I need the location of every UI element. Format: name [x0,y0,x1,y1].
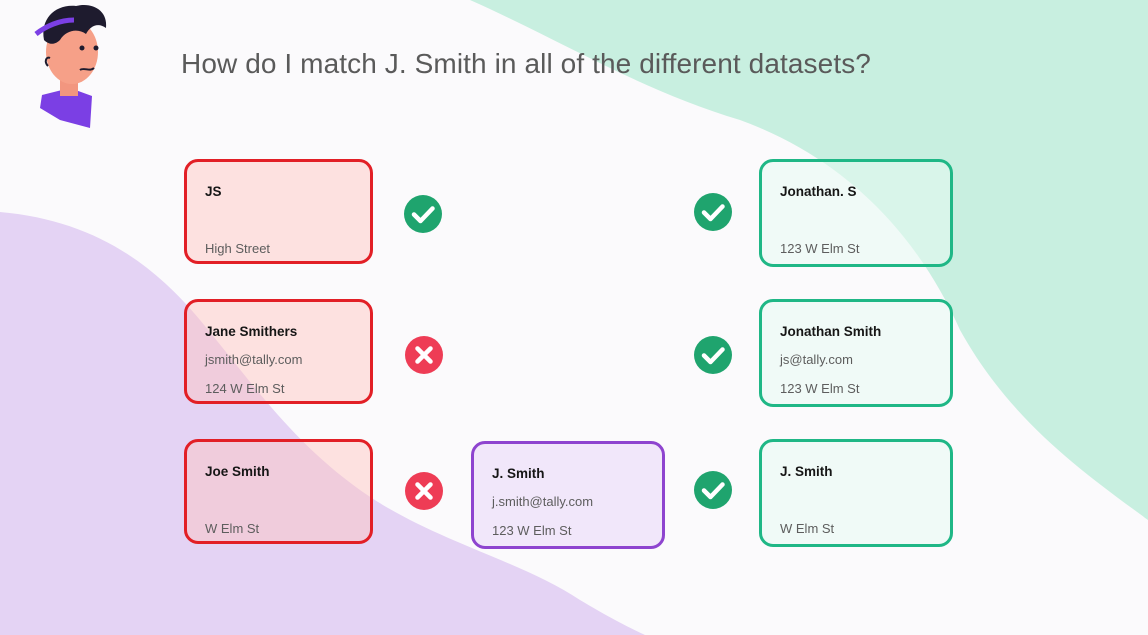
check-icon [694,336,732,374]
record-name: J. Smith [780,464,833,479]
record-card-joe-smith: Joe Smith W Elm St [184,439,373,544]
record-name: Jonathan Smith [780,324,882,339]
record-card-jonathan-s: Jonathan. S 123 W Elm St [759,159,953,267]
record-email: js@tally.com [780,352,853,367]
record-name: J. Smith [492,466,545,481]
record-card-js: JS High Street [184,159,373,264]
record-address: 123 W Elm St [780,381,860,396]
record-address: 123 W Elm St [780,241,860,256]
purple-blob [0,212,645,635]
record-name: Jonathan. S [780,184,857,199]
record-address: W Elm St [205,521,260,536]
target-record-card: J. Smith j.smith@tally.com 123 W Elm St [471,441,665,549]
page-title: How do I match J. Smith in all of the di… [181,48,871,79]
record-card-j-smith: J. Smith W Elm St [759,439,953,547]
cross-icon [405,336,443,374]
record-card-jane-smithers: Jane Smithers jsmith@tally.com 124 W Elm… [184,299,373,404]
record-card-jonathan-smith: Jonathan Smith js@tally.com 123 W Elm St [759,299,953,407]
record-name: Jane Smithers [205,324,298,339]
record-address: W Elm St [780,521,835,536]
record-name: JS [205,184,222,199]
green-blob [470,0,1148,520]
record-email: jsmith@tally.com [205,352,303,367]
check-icon [404,195,442,233]
check-icon [694,193,732,231]
cross-icon [405,472,443,510]
record-name: Joe Smith [205,464,270,479]
record-address: 123 W Elm St [492,523,572,538]
record-address: High Street [205,241,271,256]
check-icon [694,471,732,509]
record-address: 124 W Elm St [205,381,285,396]
avatar-illustration [34,4,107,128]
record-email: j.smith@tally.com [492,494,594,509]
